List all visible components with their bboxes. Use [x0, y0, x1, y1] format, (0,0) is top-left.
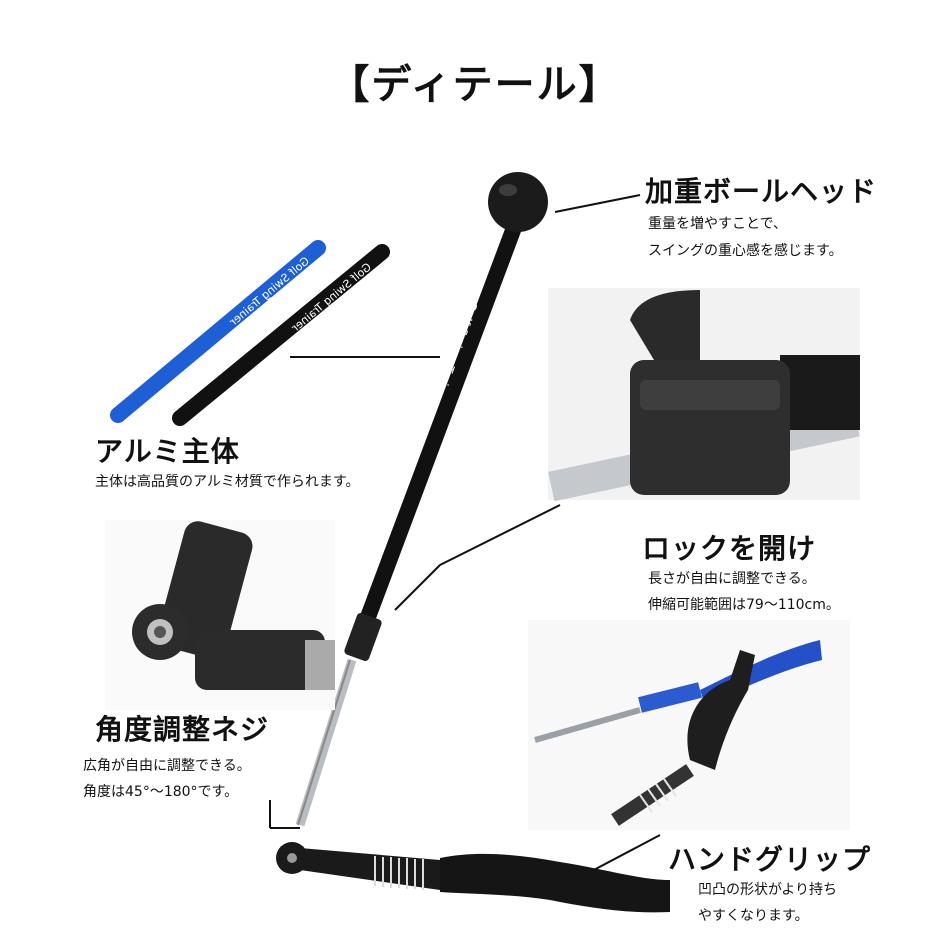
weighted-head-desc-1: 重量を増やすことで、: [648, 216, 788, 232]
leader-line-lock-a: [394, 564, 441, 611]
angle-screw-desc-2: 角度は45°～180°です。: [83, 784, 239, 800]
hand-grip: [440, 853, 670, 913]
angle-screw-heading: 角度調整ネジ: [95, 713, 270, 746]
grip-ribs: [374, 856, 424, 890]
page-title: 【ディテール】: [329, 62, 621, 108]
weighted-head-heading: 加重ボールヘッド: [645, 175, 878, 208]
hand-grip-desc-1: 凹凸の形状がより持ち: [698, 882, 838, 898]
weighted-ball-head: [488, 172, 548, 232]
black-shaft: [172, 244, 390, 426]
hand-grip-desc-2: やすくなります。: [698, 908, 809, 924]
upper-shaft: [357, 217, 523, 633]
shaft-samples: Golf Swing Trainer Golf Swing Trainer: [110, 240, 390, 426]
aluminum-body-heading: アルミ主体: [95, 435, 240, 468]
silver-extension: [295, 658, 357, 827]
lower-shaft: [300, 848, 440, 890]
leader-line-head: [554, 194, 641, 213]
lock-desc-1: 長さが自由に調整できる。: [648, 571, 816, 587]
leader-line-grip: [589, 834, 661, 873]
leader-lines: [269, 194, 661, 873]
blue-shaft: [110, 240, 326, 423]
lock-desc-2: 伸縮可能範囲は79～110cm。: [648, 597, 840, 613]
lock-heading: ロックを開け: [642, 532, 817, 565]
leader-line-lock-b: [439, 504, 561, 566]
angle-photo: [105, 520, 335, 710]
weighted-head-desc-2: スイングの重心感を感じます。: [648, 243, 843, 259]
angle-screw-desc-1: 広角が自由に調整できる。: [83, 758, 251, 774]
lock-collar: [344, 613, 382, 661]
hand-grip-heading: ハンドグリップ: [668, 843, 872, 876]
grip-photo: [528, 620, 850, 830]
aluminum-body-desc-1: 主体は高品質のアルミ材質で作られます。: [95, 474, 360, 490]
lock-photo: [548, 288, 860, 502]
